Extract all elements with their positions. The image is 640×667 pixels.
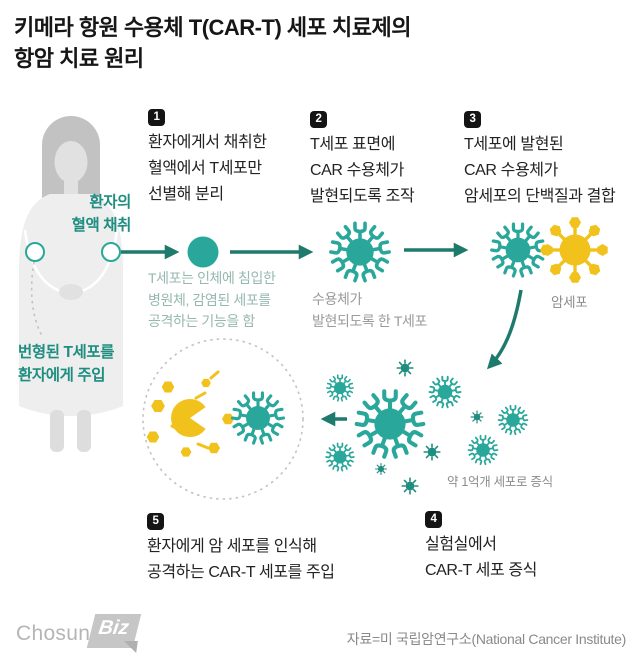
small-cell-icon xyxy=(396,359,414,377)
car-t-cell-icon xyxy=(326,374,354,402)
arrow-curved-down-icon xyxy=(486,289,523,370)
patient-hands xyxy=(59,284,83,300)
step-4-badge: 4 xyxy=(425,511,442,528)
small-cell-icon xyxy=(374,462,388,476)
title-line-2: 항암 치료 원리 xyxy=(14,46,144,71)
right-wrist-point xyxy=(101,242,121,262)
page-title: 키메라 항원 수용체 T(CAR-T) 세포 치료제의 항암 치료 원리 xyxy=(14,12,411,74)
step-3: 3 T세포에 발현된 CAR 수용체가 암세포의 단백질과 결합 xyxy=(464,105,616,210)
step-2-line: CAR 수용체가 xyxy=(310,162,404,179)
cancer-cell-icon xyxy=(542,217,607,282)
inject-label: 번형된 T세포를 환자에게 주입 xyxy=(18,344,115,384)
step-1-line: 혈액에서 T세포만 xyxy=(148,160,262,177)
chosunbiz-logo: Chosun Biz xyxy=(16,614,142,651)
logo-biz-text: Biz xyxy=(97,617,131,639)
cancer-fragments xyxy=(146,378,220,457)
step-4-line: 실험실에서 xyxy=(425,536,497,553)
step-3-line: T세포에 발현된 xyxy=(464,136,564,153)
car-t-cell-icon xyxy=(428,375,462,409)
logo-chosun-text: Chosun xyxy=(16,622,91,645)
step-4: 4 실험실에서 CAR-T 세포 증식 xyxy=(425,505,537,584)
step-3-line: 암세포의 단백질과 결합 xyxy=(464,188,616,205)
step-2: 2 T세포 표면에 CAR 수용체가 발현되도록 조작 xyxy=(310,105,415,210)
destroyed-cancer-cell-icon xyxy=(171,399,206,438)
patient-hair xyxy=(42,116,100,264)
car-t-cell-icon xyxy=(325,442,355,472)
t-cell-note: T세포는 인체에 침입한 병원체, 감염된 세포를 공격하는 기능을 함 xyxy=(148,270,276,329)
t-cell-icon xyxy=(187,236,219,268)
small-cell-icon xyxy=(401,477,419,495)
step-1-line: 선별해 분리 xyxy=(148,186,224,203)
step-5: 5 환자에게 암 세포를 인식해 공격하는 CAR-T 세포를 주입 xyxy=(147,507,335,586)
step-5-badge: 5 xyxy=(147,513,164,530)
step-2-line: 발현되도록 조작 xyxy=(310,188,415,205)
step-4-line: CAR-T 세포 증식 xyxy=(425,562,537,579)
patient-figure xyxy=(19,116,123,452)
source-credit: 자료=미 국립암연구소(National Cancer Institute) xyxy=(346,631,627,647)
cancer-cell-label: 암세포 xyxy=(551,295,588,310)
patient-leg xyxy=(77,410,91,452)
car-t-cell-icon xyxy=(490,222,546,278)
step-1: 1 환자에게서 채취한 혈액에서 T세포만 선별해 분리 xyxy=(148,103,267,208)
left-wrist-point xyxy=(25,242,45,262)
car-t-cell-icon xyxy=(357,391,424,457)
attack-scene xyxy=(146,370,286,457)
step-5-line: 환자에게 암 세포를 인식해 xyxy=(147,538,317,555)
receptor-note: 수용체가 발현되도록 한 T세포 xyxy=(312,291,427,329)
small-cell-icon xyxy=(470,410,484,424)
step-2-line: T세포 표면에 xyxy=(310,136,396,153)
title-line-1: 키메라 항원 수용체 T(CAR-T) 세포 치료제의 xyxy=(14,15,411,40)
car-t-cell-icon xyxy=(329,221,391,283)
blood-draw-label: 환자의 혈액 채취 xyxy=(71,194,132,234)
step-3-line: CAR 수용체가 xyxy=(464,162,558,179)
step-1-badge: 1 xyxy=(148,109,165,126)
car-t-cell-icon xyxy=(497,404,529,436)
car-t-cell-icon xyxy=(467,434,499,466)
patient-arms xyxy=(23,229,119,296)
injection-dotted-connector xyxy=(30,261,43,337)
cancer-protein-icon xyxy=(540,244,552,256)
logo-biz-flag: Biz xyxy=(86,614,142,648)
step-5-line: 공격하는 CAR-T 세포를 주입 xyxy=(147,564,335,581)
step-3-badge: 3 xyxy=(464,111,481,128)
cancer-protein-icon xyxy=(222,413,234,425)
attack-scene-dashed-circle xyxy=(142,338,304,500)
patient-face xyxy=(54,141,88,183)
step-2-badge: 2 xyxy=(310,111,327,128)
step-1-line: 환자에게서 채취한 xyxy=(148,134,267,151)
proliferation-label: 약 1억개 세포로 증식 xyxy=(447,475,553,489)
car-t-cell-icon xyxy=(230,391,286,445)
cancer-shards xyxy=(170,370,220,450)
patient-leg xyxy=(50,410,64,452)
small-cell-icon xyxy=(423,443,441,461)
